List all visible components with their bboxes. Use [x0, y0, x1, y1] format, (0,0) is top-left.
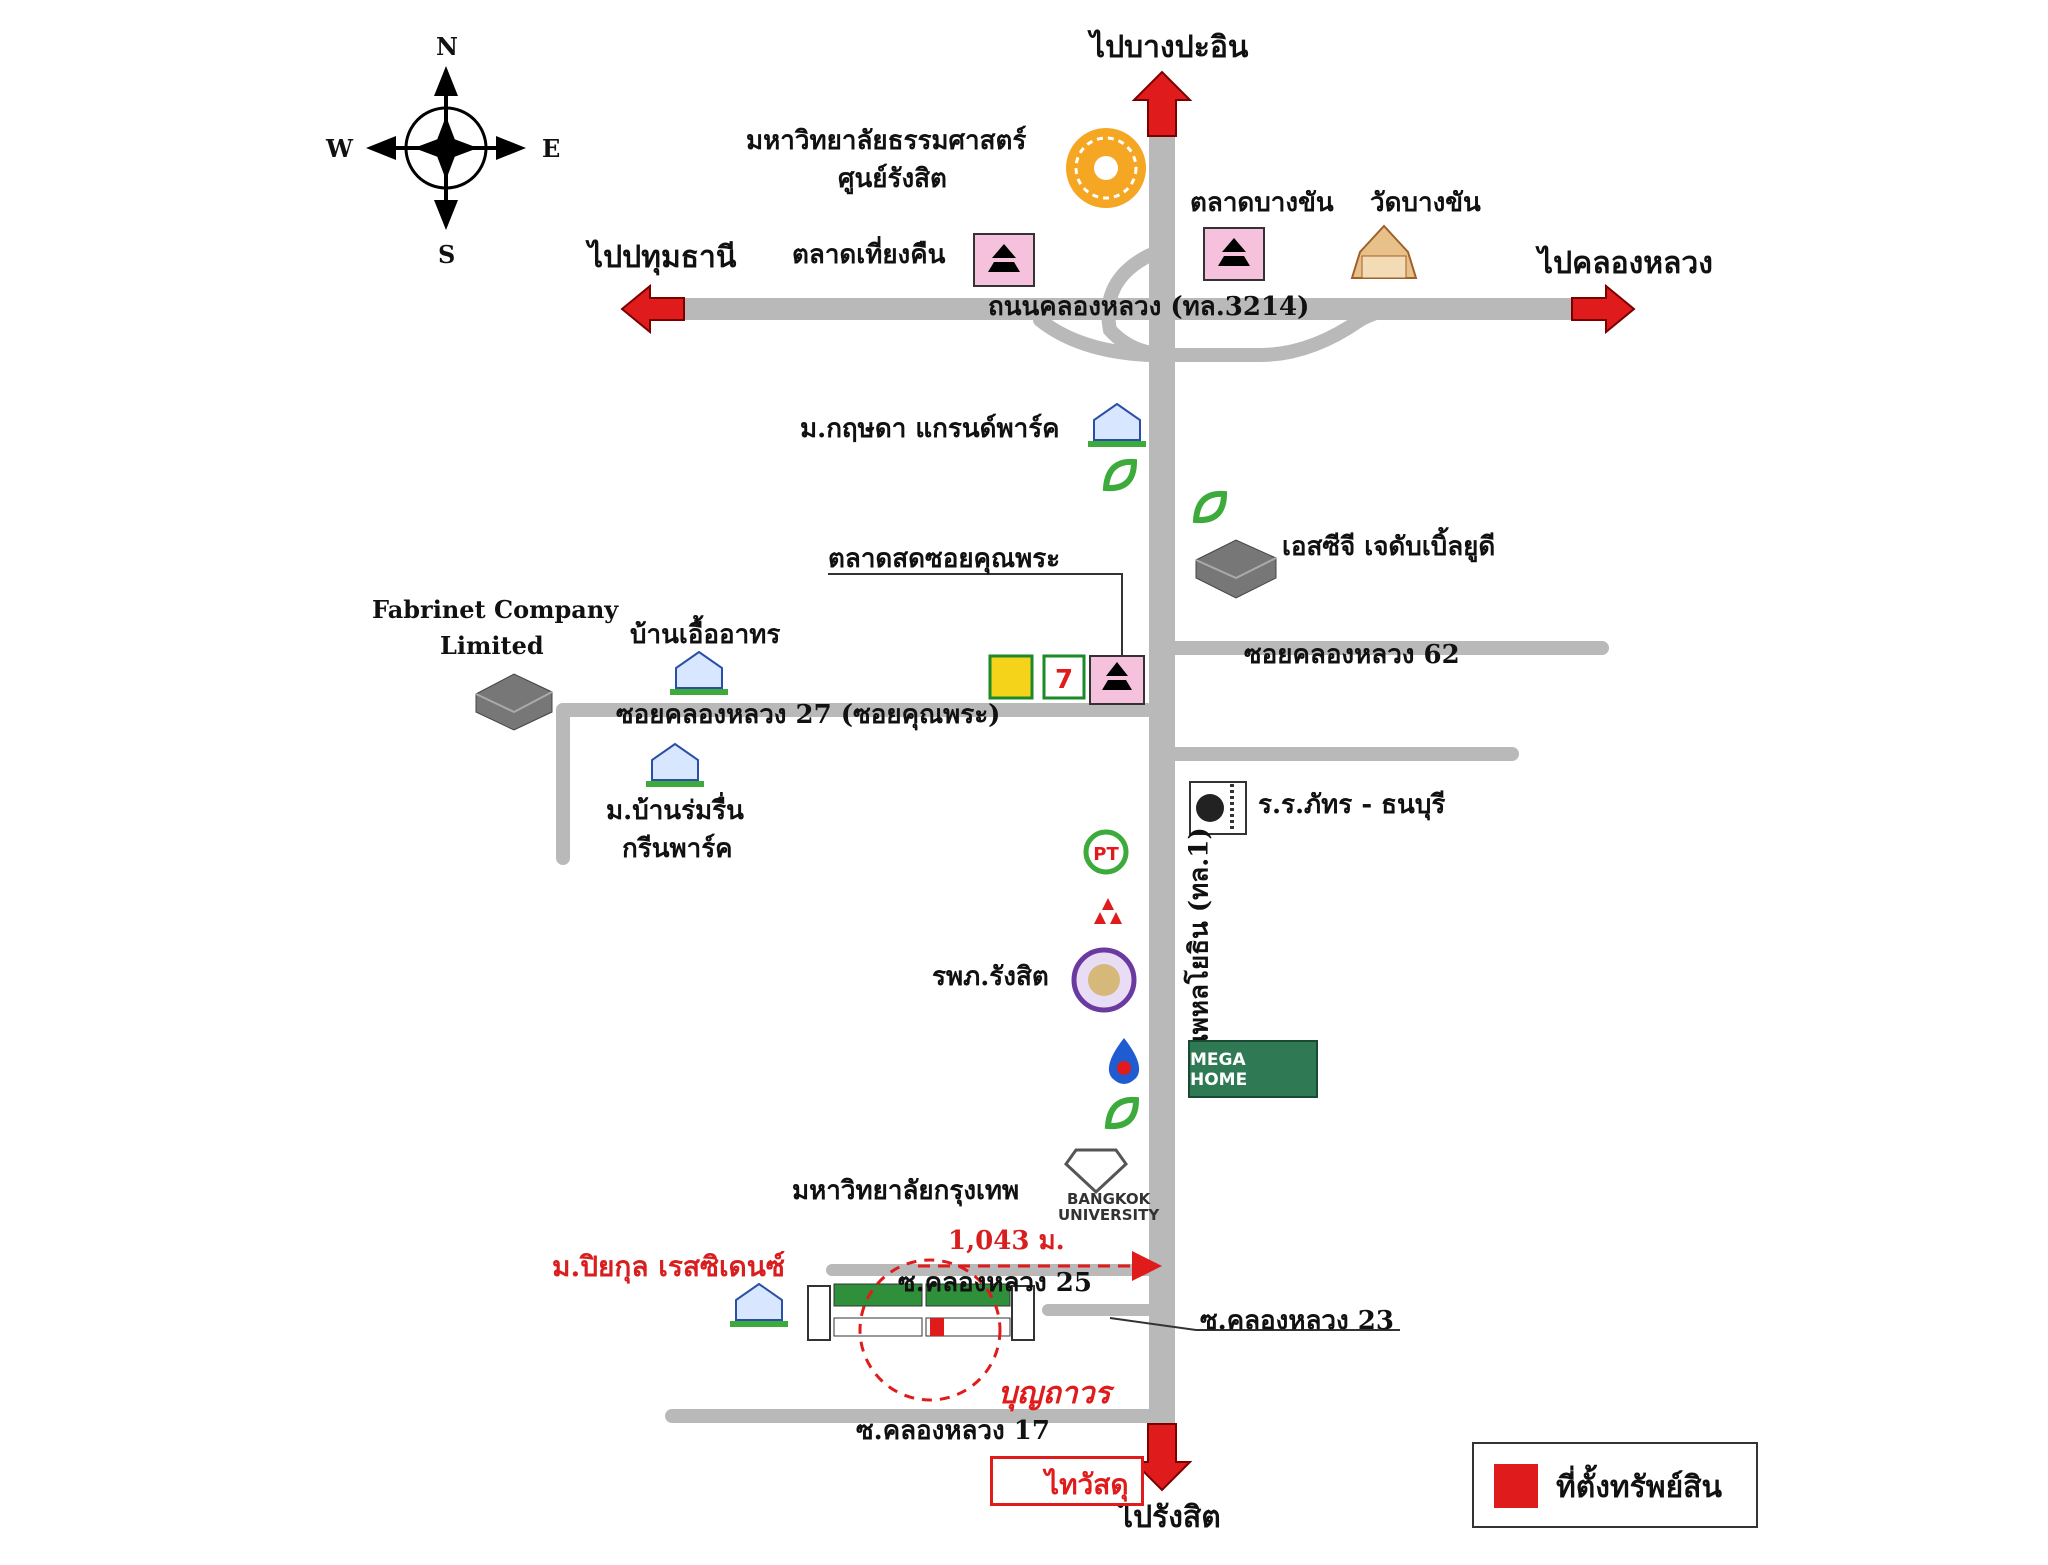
baanromrin-sub-label: กรีนพาร์ค: [622, 834, 733, 864]
market-thiangkhuen-label: ตลาดเที่ยงคืน: [792, 240, 946, 270]
krisda-label: ม.กฤษดา แกรนด์พาร์ค: [800, 414, 1060, 444]
roads: [556, 117, 1609, 1453]
road-interchange-sw: [1033, 313, 1157, 362]
scg-label: เอสซีจี เจดับเบิ้ลยูดี: [1282, 532, 1496, 562]
baanromrin-label: ม.บ้านร่มรื่น: [606, 796, 744, 826]
school-label: ร.ร.ภัทร - ธนบุรี: [1258, 790, 1446, 820]
gas-station-icon: [1102, 458, 1138, 492]
housing-icon: [730, 1282, 788, 1327]
arrow-east: [1571, 283, 1636, 335]
compass-s: S: [438, 240, 456, 269]
bu-logo-line2: UNIVERSITY: [1058, 1205, 1160, 1224]
market-icon: [973, 233, 1035, 287]
direction-east-label: ไปคลองหลวง: [1538, 246, 1713, 281]
road-main-ns-label: ถนนพหลโยธิน (ทล.1): [1184, 827, 1215, 1086]
road-soi23-label: ซ.คลองหลวง 23: [1200, 1306, 1394, 1336]
bu-logo-line1: BANGKOK: [1066, 1190, 1151, 1208]
legend: ที่ตั้งทรัพย์สิน: [1472, 1442, 1758, 1528]
road-soi62-label: ซอยคลองหลวง 62: [1244, 640, 1460, 670]
thammasat-logo-icon: [1066, 128, 1146, 208]
arrow-north: [1131, 70, 1193, 137]
baan-uea-label: บ้านเอื้ออาทร: [630, 620, 781, 650]
legend-label: ที่ตั้งทรัพย์สิน: [1556, 1470, 1722, 1505]
hospital-icon: [1071, 947, 1137, 1013]
thaiwatsadu-logo: ไทวัสดุ: [990, 1456, 1144, 1506]
compass-w: W: [326, 134, 353, 163]
market-icon: [1089, 655, 1145, 705]
thammasat-sub-label: ศูนย์รังสิต: [838, 164, 947, 194]
housing-icon: [670, 650, 728, 695]
ptt-icon: [1108, 1038, 1140, 1084]
direction-west-label: ไปปทุมธานี: [588, 240, 737, 275]
arrow-south: [1131, 1423, 1193, 1492]
bangkok-university-label: มหาวิทยาลัยกรุงเทพ: [792, 1176, 1020, 1206]
fabrinet-label: Fabrinet Company: [372, 595, 619, 624]
distance-label: 1,043 ม.: [948, 1226, 1065, 1256]
svg-text:7: 7: [1055, 665, 1073, 695]
boonthavorn-logo: บุญถาวร: [998, 1376, 1111, 1411]
piyakul-label: ม.ปิยกุล เรสซิเดนซ์: [552, 1250, 785, 1283]
compass-e: E: [542, 134, 561, 163]
road-interchange-se: [1163, 302, 1407, 362]
store-icon: 7: [988, 654, 1086, 700]
leader-soi23: [1109, 1317, 1400, 1331]
thaiwatsadu-text: ไทวัสดุ: [1045, 1468, 1129, 1501]
temple-icon: [1350, 224, 1418, 279]
fabrinet-sub-label: Limited: [440, 631, 544, 660]
bangkok-university-logo-text: BANGKOK UNIVERSITY: [1058, 1190, 1160, 1224]
road-soi25-label: ซ.คลองหลวง 25: [898, 1268, 1092, 1298]
factory-icon: [1195, 539, 1277, 599]
direction-arrows: [620, 70, 1636, 1492]
legend-swatch: [1494, 1464, 1538, 1508]
pt-icon: PT: [1083, 829, 1129, 875]
gas-station-icon: [1192, 490, 1228, 524]
arrow-west: [620, 283, 685, 335]
market-icon: [1203, 227, 1265, 281]
property-site: [807, 1258, 1035, 1402]
road-main-ew-label: ถนนคลองหลวง (ทล.3214): [988, 292, 1310, 322]
compass-icon: [366, 66, 526, 230]
thammasat-label: มหาวิทยาลัยธรรมศาสตร์: [746, 126, 1027, 156]
megahome-text: MEGA HOME: [1190, 1050, 1248, 1090]
gas-station-icon: [1104, 1096, 1140, 1130]
market-khunphra-label: ตลาดสดซอยคุณพระ: [828, 544, 1061, 574]
factory-icon: [475, 673, 553, 731]
leader-market-khunphra: [828, 573, 1123, 656]
svg-text:PT: PT: [1093, 844, 1119, 865]
housing-icon: [1088, 402, 1146, 447]
compass-n: N: [436, 32, 458, 61]
market-bangkhan-label: ตลาดบางขัน: [1190, 188, 1334, 218]
mitsubishi-icon: [1094, 898, 1122, 924]
school-icon: [1189, 781, 1247, 835]
road-soi27-label: ซอยคลองหลวง 27 (ซอยคุณพระ): [616, 700, 1001, 730]
road-soi17-label: ซ.คลองหลวง 17: [856, 1416, 1050, 1446]
housing-icon: [646, 742, 704, 787]
hospital-label: รพภ.รังสิต: [932, 962, 1049, 992]
property-marker: [930, 1318, 944, 1336]
wat-bangkhan-label: วัดบางขัน: [1370, 188, 1481, 218]
direction-north-label: ไปบางปะอิน: [1090, 30, 1249, 65]
megahome-logo: MEGA HOME: [1188, 1040, 1318, 1098]
bangkok-university-logo-icon: [1064, 1148, 1128, 1195]
